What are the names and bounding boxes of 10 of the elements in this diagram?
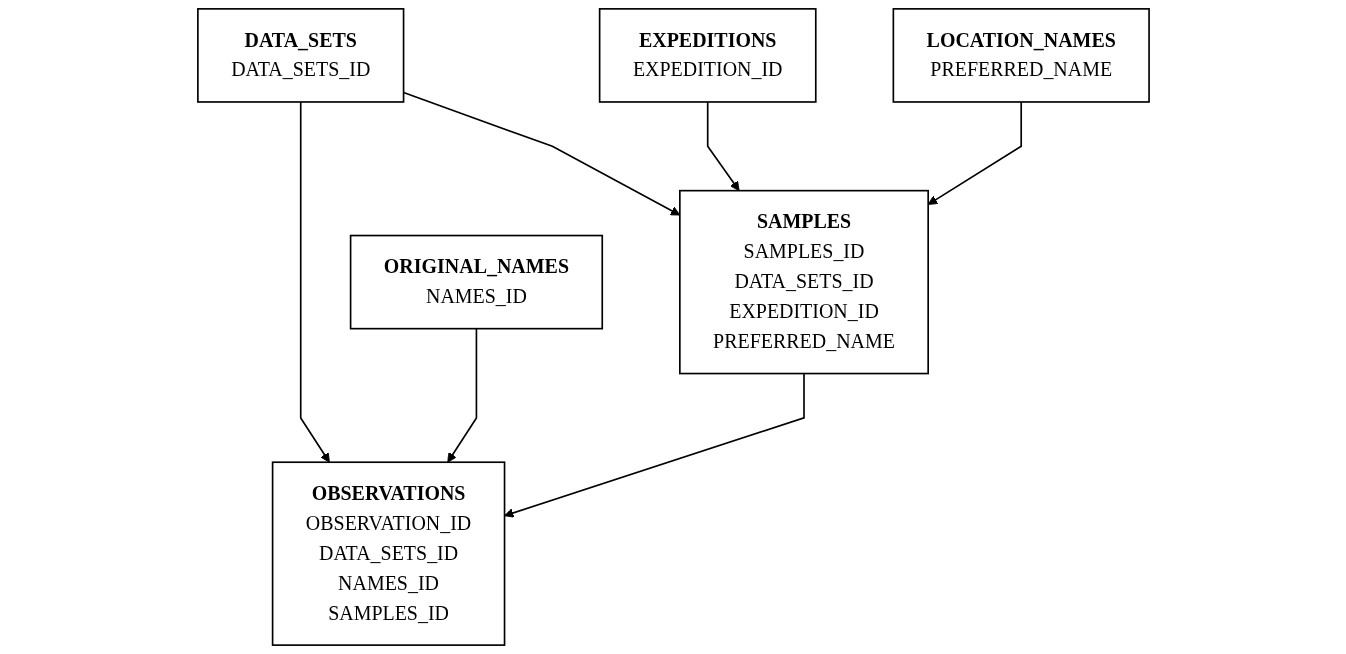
node-box: ORIGINAL_NAMES NAMES_ID [349, 234, 603, 330]
arrow [706, 101, 740, 192]
node-box: LOCATION_NAMES PREFERRED_NAME [892, 8, 1150, 103]
node-box: DATA_SETS DATA_SETS_ID [196, 8, 404, 103]
node-box: EXPEDITIONS EXPEDITION_ID [598, 8, 817, 103]
arrow [446, 327, 477, 463]
arrow [299, 101, 330, 463]
node-box: OBSERVATIONS OBSERVATION_ID DATA_SETS_ID NAMES_ID SAMPLES_ID [271, 461, 505, 646]
node-box: SAMPLES SAMPLES_ID DATA_SETS_ID EXPEDITION_ID PREFERRED_NAME [678, 189, 929, 375]
arrow [927, 101, 1022, 205]
